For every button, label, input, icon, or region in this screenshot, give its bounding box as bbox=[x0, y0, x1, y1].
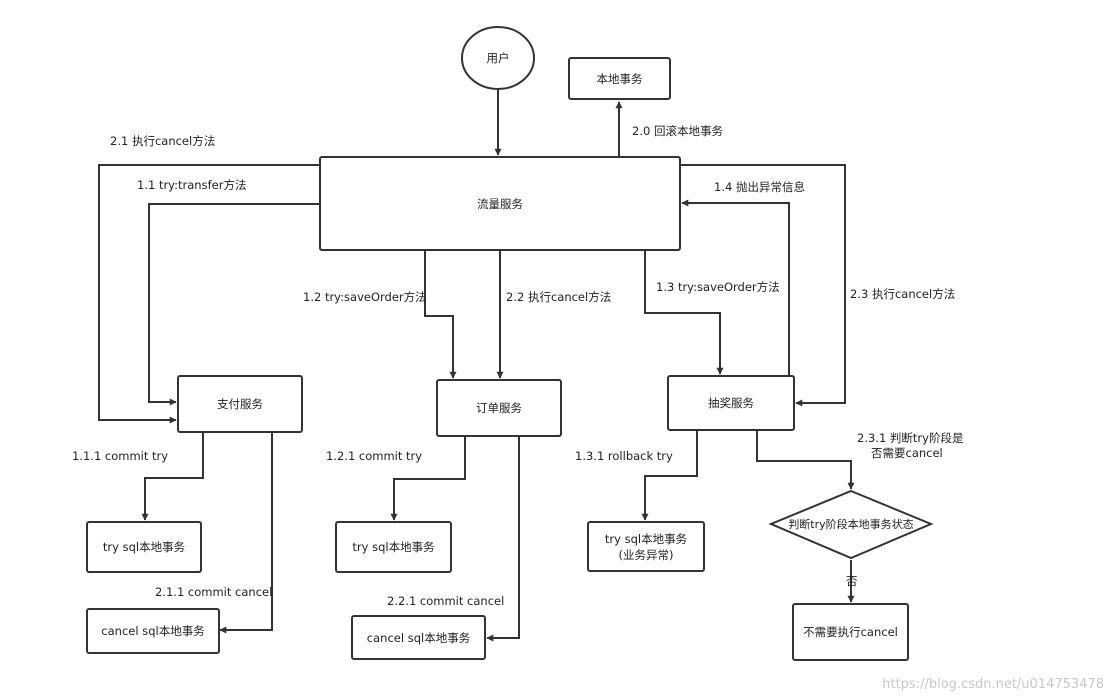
edge-1-3 bbox=[644, 251, 724, 375]
pay-service-box bbox=[177, 375, 303, 433]
node-lottery-try-sql: try sql本地事务 (业务异常) bbox=[587, 521, 705, 572]
edge-1-2-1 bbox=[390, 436, 466, 521]
edge-label-1-1: 1.1 try:transfer方法 bbox=[137, 178, 246, 192]
node-user: 用户 bbox=[461, 26, 535, 90]
local-tx-top-label: 本地事务 bbox=[597, 72, 643, 86]
watermark: https://blog.csdn.net/u014753478 bbox=[882, 677, 1104, 692]
edge-1-4 bbox=[681, 199, 790, 376]
order-cancel-sql-box bbox=[351, 615, 486, 660]
edge-label-2-3: 2.3 执行cancel方法 bbox=[850, 287, 955, 301]
edge-label-2-2-1: 2.2.1 commit cancel bbox=[387, 594, 504, 608]
decision-label: 判断try阶段本地事务状态 bbox=[788, 517, 913, 531]
node-order-cancel-sql: cancel sql本地事务 bbox=[351, 615, 486, 660]
edge-2-2-1 bbox=[486, 436, 520, 642]
node-local-tx-top: 本地事务 bbox=[568, 57, 671, 100]
flow-service-box bbox=[319, 156, 681, 251]
user-label: 用户 bbox=[487, 51, 510, 65]
edge-label-1-1-1: 1.1.1 commit try bbox=[72, 449, 168, 463]
order-service-box bbox=[436, 379, 562, 437]
edge-label-2-2: 2.2 执行cancel方法 bbox=[506, 290, 611, 304]
node-order-service: 订单服务 bbox=[436, 379, 562, 437]
lottery-service-box bbox=[667, 375, 795, 431]
edge-label-2-0: 2.0 回滚本地事务 bbox=[632, 124, 723, 138]
pay-cancel-sql-label: cancel sql本地事务 bbox=[101, 624, 205, 638]
no-cancel-label: 不需要执行cancel bbox=[803, 625, 898, 639]
edge-label-1-2-1: 1.2.1 commit try bbox=[326, 449, 422, 463]
edge-label-2-1: 2.1 执行cancel方法 bbox=[110, 134, 215, 148]
lottery-try-sql-label-line2: (业务异常) bbox=[619, 548, 674, 562]
node-pay-service: 支付服务 bbox=[177, 375, 303, 433]
decision-diamond bbox=[768, 489, 934, 560]
order-try-sql-label: try sql本地事务 bbox=[352, 540, 435, 554]
node-flow-service: 流量服务 bbox=[319, 156, 681, 251]
pay-try-sql-box bbox=[86, 521, 202, 573]
edges bbox=[98, 89, 855, 642]
order-service-label: 订单服务 bbox=[476, 401, 522, 415]
edge-label-1-4: 1.4 抛出异常信息 bbox=[714, 180, 805, 194]
node-order-try-sql: try sql本地事务 bbox=[335, 521, 452, 573]
no-cancel-box bbox=[792, 603, 909, 661]
pay-cancel-sql-box bbox=[86, 608, 220, 654]
edge-label-1-3: 1.3 try:saveOrder方法 bbox=[656, 280, 780, 294]
order-try-sql-box bbox=[335, 521, 452, 573]
edge-label-2-1-1: 2.1.1 commit cancel bbox=[155, 585, 272, 599]
edge-1-1-1 bbox=[141, 432, 204, 521]
edge-labels: 2.0 回滚本地事务 2.1 执行cancel方法 1.1 try:transf… bbox=[72, 124, 964, 608]
local-tx-top-box bbox=[568, 57, 671, 100]
edge-1-1 bbox=[148, 203, 320, 406]
edge-1-3-1 bbox=[641, 430, 698, 521]
node-lottery-service: 抽奖服务 bbox=[667, 375, 795, 431]
order-cancel-sql-label: cancel sql本地事务 bbox=[367, 631, 471, 645]
lottery-try-sql-label-line1: try sql本地事务 bbox=[605, 532, 688, 546]
node-no-cancel: 不需要执行cancel bbox=[792, 603, 909, 661]
edge-label-1-3-1: 1.3.1 rollback try bbox=[575, 449, 673, 463]
user-ellipse bbox=[461, 26, 535, 90]
edge-1-2 bbox=[424, 249, 457, 379]
edge-label-2-3-1-line2: 否需要cancel bbox=[871, 446, 943, 460]
edge-label-2-3-1-line1: 2.3.1 判断try阶段是 bbox=[857, 431, 964, 445]
edge-2-1 bbox=[98, 164, 320, 424]
pay-try-sql-label: try sql本地事务 bbox=[103, 540, 186, 554]
edge-2-1-1 bbox=[219, 432, 273, 634]
lottery-service-label: 抽奖服务 bbox=[708, 396, 754, 410]
edge-label-1-2: 1.2 try:saveOrder方法 bbox=[303, 290, 427, 304]
lottery-try-sql-box bbox=[587, 521, 705, 572]
edge-label-no: 否 bbox=[846, 574, 858, 588]
node-pay-try-sql: try sql本地事务 bbox=[86, 521, 202, 573]
node-pay-cancel-sql: cancel sql本地事务 bbox=[86, 608, 220, 654]
node-decision: 判断try阶段本地事务状态 bbox=[768, 489, 934, 560]
flow-service-label: 流量服务 bbox=[477, 197, 523, 211]
edge-2-3 bbox=[680, 164, 846, 407]
pay-service-label: 支付服务 bbox=[217, 397, 263, 411]
edge-2-3-1 bbox=[756, 430, 855, 490]
